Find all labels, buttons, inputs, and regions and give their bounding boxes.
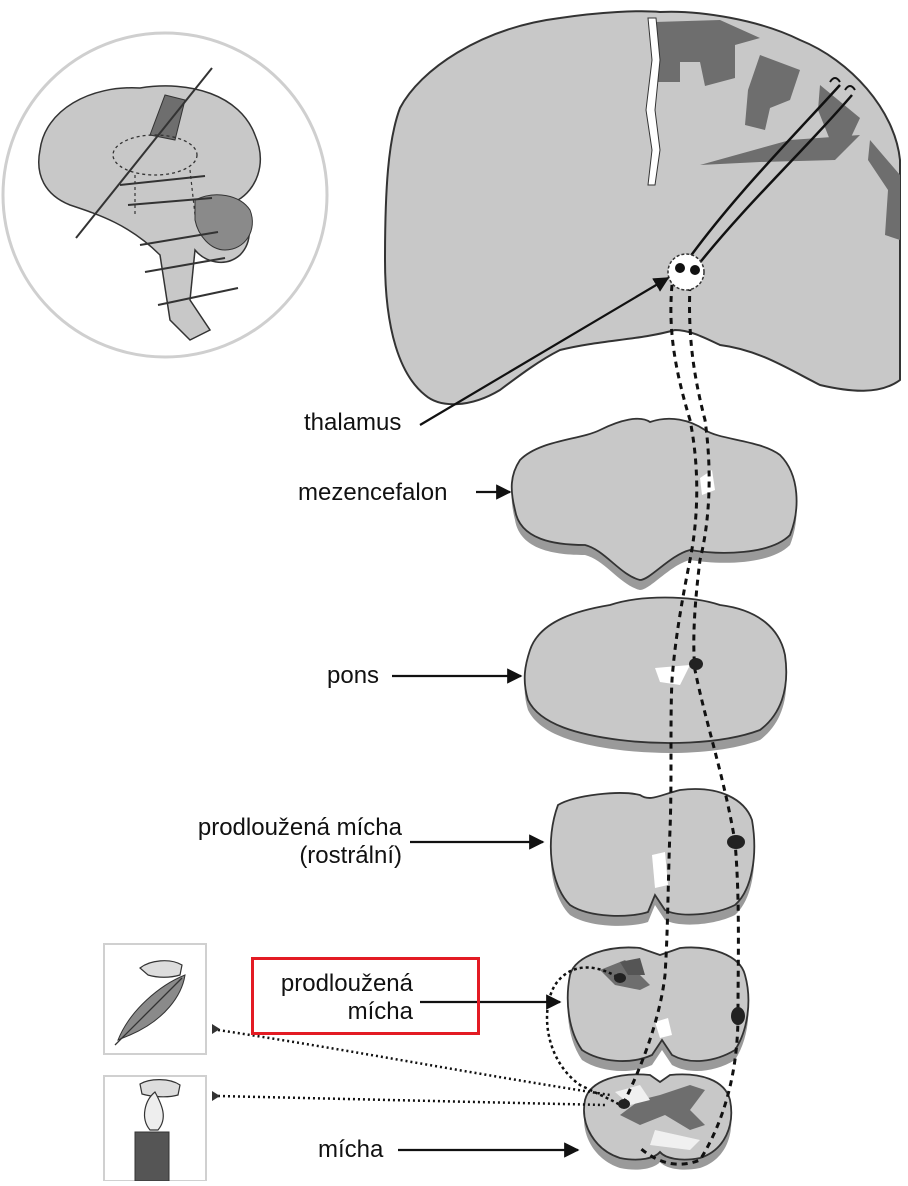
label-pons: pons <box>327 662 379 690</box>
label-mezencefalon: mezencefalon <box>298 479 447 507</box>
pons-section <box>525 598 787 753</box>
candle-flame-icon <box>104 1076 220 1181</box>
label-medulla-rostral-line2: (rostrální) <box>170 842 402 870</box>
feather-touch-icon <box>104 944 220 1054</box>
label-spinal-cord: mícha <box>318 1136 383 1164</box>
label-medulla-rostral: prodloužená mícha (rostrální) <box>170 814 402 870</box>
mesencephalon-section <box>512 419 797 590</box>
label-medulla-line1: prodloužená <box>255 970 413 998</box>
cerebrum-section <box>385 11 900 404</box>
medulla-rostral-section <box>551 789 754 926</box>
brain-inset <box>3 33 327 357</box>
label-medulla-line2: mícha <box>255 998 413 1026</box>
label-medulla: prodloužená mícha <box>255 970 413 1026</box>
thalamus-node <box>668 254 704 290</box>
label-thalamus: thalamus <box>304 409 401 437</box>
label-medulla-rostral-line1: prodloužená mícha <box>170 814 402 842</box>
spinal-cord-section <box>584 1074 731 1169</box>
